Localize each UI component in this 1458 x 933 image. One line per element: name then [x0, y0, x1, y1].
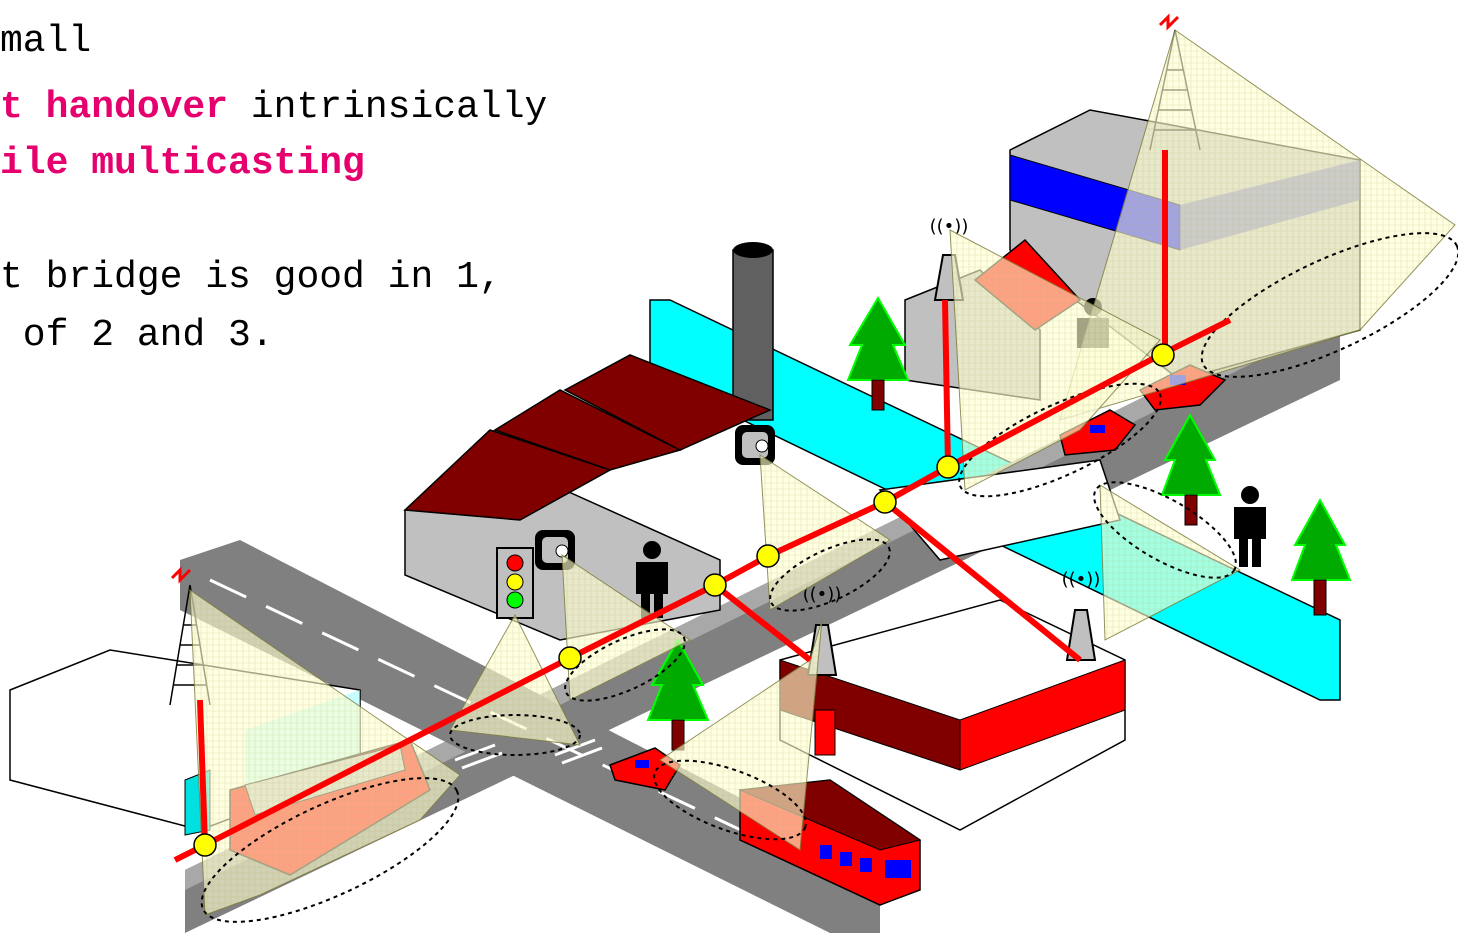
person-icon [1234, 486, 1266, 567]
svg-text:((•)): ((•)) [930, 216, 969, 237]
svg-text:((•)): ((•)) [1062, 569, 1101, 590]
traffic-light-icon [497, 548, 533, 618]
tree-icon [1292, 500, 1350, 615]
chimney-icon [733, 250, 773, 420]
camera-icon [735, 425, 775, 465]
